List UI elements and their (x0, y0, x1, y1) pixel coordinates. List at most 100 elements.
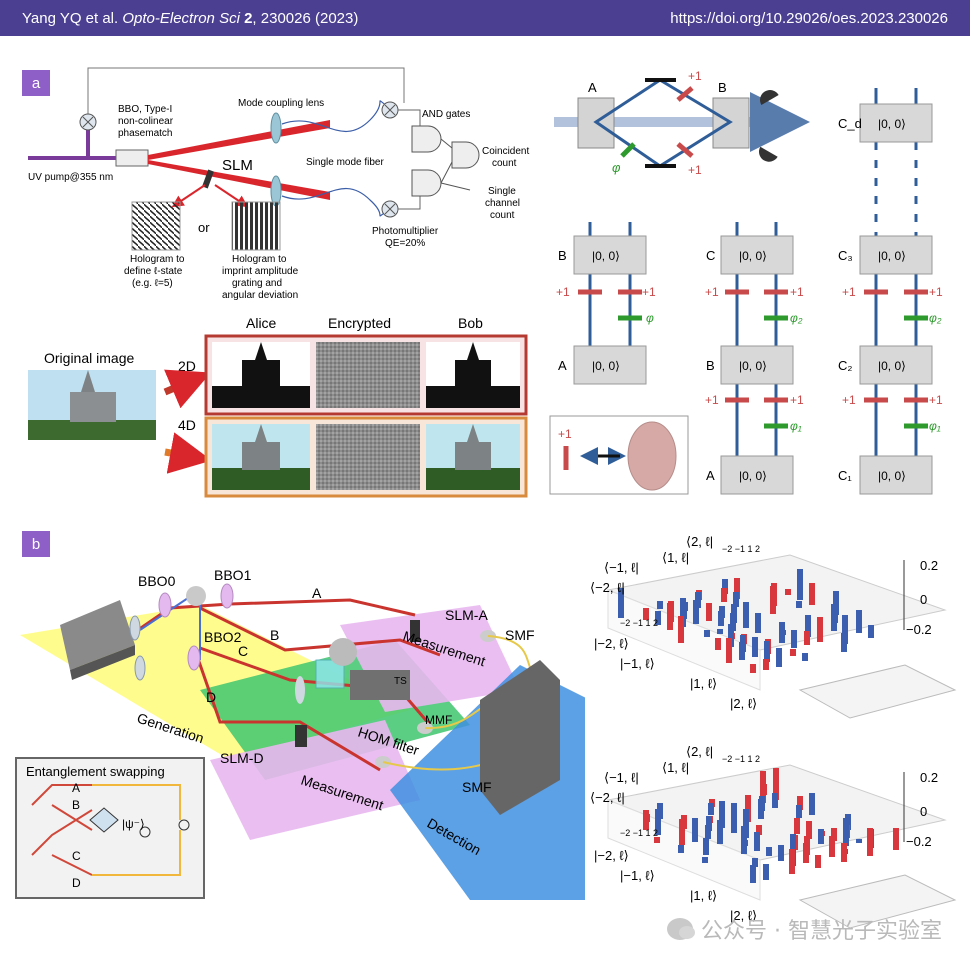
svg-text:|0, 0⟩: |0, 0⟩ (739, 359, 767, 373)
detector-box (480, 660, 560, 815)
density-bar (730, 613, 736, 631)
density-bar (722, 579, 728, 594)
density-bar (763, 659, 769, 670)
svg-text:⟨2, ℓ|: ⟨2, ℓ| (686, 744, 713, 759)
density-bar (773, 768, 779, 800)
density-bar (743, 602, 749, 628)
density-bar (618, 588, 624, 618)
svg-text:4D: 4D (178, 417, 196, 433)
density-bar (752, 637, 758, 657)
density-bar (778, 845, 784, 861)
density-bar (717, 820, 723, 844)
svg-text:+1: +1 (705, 393, 719, 407)
svg-text:A: A (72, 781, 80, 795)
svg-text:−2 −1 1 2: −2 −1 1 2 (722, 754, 760, 764)
density-bar (831, 828, 837, 841)
svg-text:B: B (718, 80, 727, 95)
svg-text:A: A (588, 80, 597, 95)
image-encryption-figure: Original image Alice Encrypted Bob 2D 4D (28, 315, 528, 498)
svg-text:D: D (206, 689, 216, 705)
bob-2d-image (426, 342, 520, 408)
svg-text:|2, ℓ⟩: |2, ℓ⟩ (730, 696, 757, 711)
svg-text:BBO0: BBO0 (138, 573, 176, 589)
svg-text:⟨1, ℓ|: ⟨1, ℓ| (662, 760, 689, 775)
density-bar (750, 664, 756, 673)
and-gate-1 (411, 125, 442, 153)
svg-text:0: 0 (920, 804, 927, 819)
svg-text:−2 −1 1 2: −2 −1 1 2 (620, 828, 658, 838)
density-bar (679, 819, 685, 845)
density-bar (833, 591, 839, 615)
svg-text:⟨−2, ℓ|: ⟨−2, ℓ| (590, 580, 625, 595)
svg-text:non-colinear: non-colinear (118, 116, 174, 127)
density-bar (758, 799, 764, 819)
svg-text:define ℓ-state: define ℓ-state (124, 266, 183, 277)
detector-icon (759, 90, 779, 105)
alice-2d-image (212, 342, 310, 408)
svg-text:|0, 0⟩: |0, 0⟩ (592, 249, 620, 263)
svg-text:|ψ⁻⟩: |ψ⁻⟩ (122, 817, 145, 831)
svg-text:|0, 0⟩: |0, 0⟩ (878, 249, 906, 263)
density-bar (703, 838, 709, 855)
svg-text:MMF: MMF (425, 713, 452, 727)
density-inset-bottom (798, 874, 957, 929)
svg-text:(e.g. ℓ=5): (e.g. ℓ=5) (132, 278, 173, 289)
svg-text:B: B (270, 627, 279, 643)
density-bar (893, 828, 899, 850)
density-bar (706, 816, 712, 831)
svg-text:|0, 0⟩: |0, 0⟩ (878, 469, 906, 483)
density-bar (763, 864, 769, 880)
panel-label-a: a (22, 70, 50, 96)
svg-text:C_d: C_d (838, 116, 862, 131)
density-bar (704, 630, 710, 637)
density-bar (796, 805, 802, 818)
svg-text:C: C (706, 248, 715, 263)
svg-text:Hologram to: Hologram to (232, 254, 287, 265)
svg-text:Photomultiplier: Photomultiplier (372, 226, 439, 237)
svg-text:Mode coupling lens: Mode coupling lens (238, 98, 324, 109)
density-bar (802, 653, 808, 661)
svg-text:C: C (238, 643, 248, 659)
svg-text:TS: TS (394, 676, 407, 687)
bbo-crystal (115, 149, 149, 167)
svg-text:φ₂: φ₂ (929, 311, 942, 325)
svg-text:C: C (72, 849, 81, 863)
citation: Yang YQ et al. Opto-Electron Sci 2, 2300… (22, 9, 359, 27)
watermark: 公众号 · 智慧光子实验室 (667, 913, 942, 945)
svg-text:SLM-D: SLM-D (220, 750, 264, 766)
svg-text:AND gates: AND gates (422, 109, 470, 120)
svg-text:SMF: SMF (462, 779, 492, 795)
svg-text:0.2: 0.2 (920, 558, 938, 573)
svg-text:C₃: C₃ (838, 248, 853, 263)
density-bar (657, 601, 663, 609)
original-image (28, 370, 156, 440)
svg-text:Single: Single (488, 186, 516, 197)
density-bar (741, 826, 747, 854)
density-bar (779, 622, 785, 643)
density-bar (770, 586, 776, 614)
density-bar (705, 825, 711, 839)
density-bar (815, 855, 821, 868)
svg-text:grating and: grating and (232, 278, 282, 289)
density-bar (794, 818, 800, 834)
svg-text:BBO1: BBO1 (214, 567, 252, 583)
density-bar (643, 608, 649, 620)
density-bar (728, 624, 734, 647)
svg-text:⟨−2, ℓ|: ⟨−2, ℓ| (590, 790, 625, 805)
encrypted-2d-image (316, 342, 420, 408)
svg-text:|0, 0⟩: |0, 0⟩ (878, 359, 906, 373)
density-bar (719, 801, 725, 828)
doi-link[interactable]: https://doi.org/10.29026/oes.2023.230026 (670, 9, 948, 27)
density-bar (841, 633, 847, 652)
density-bar (733, 592, 739, 607)
density-bar (842, 615, 848, 644)
density-bar (715, 638, 721, 650)
density-bar (655, 611, 661, 625)
density-bar (643, 810, 649, 830)
density-bar (755, 613, 761, 633)
svg-text:SLM: SLM (222, 157, 253, 174)
density-bar (678, 845, 684, 853)
density-plot-top: ⟨2, ℓ| ⟨1, ℓ| ⟨−1, ℓ| ⟨−2, ℓ| −2 −1 1 2 … (590, 534, 957, 719)
svg-text:|−2, ℓ⟩: |−2, ℓ⟩ (594, 848, 629, 863)
svg-text:SLM-A: SLM-A (445, 607, 488, 623)
